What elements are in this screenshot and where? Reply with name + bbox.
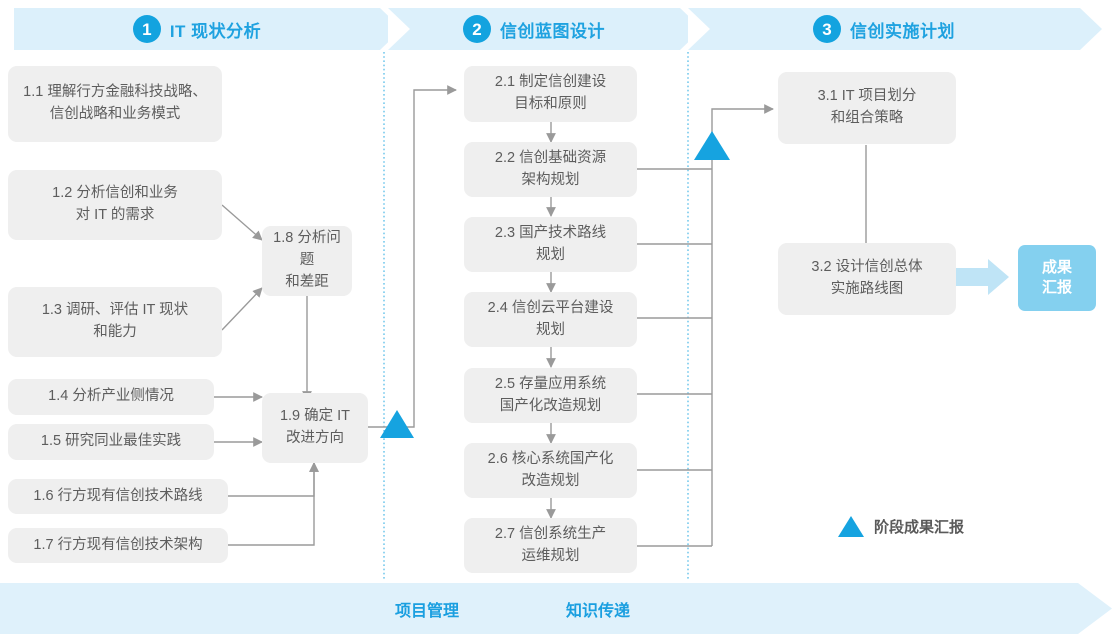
task-box-1-8[interactable]: 1.8 分析问题 和差距 [262,226,352,296]
phase-band-1[interactable]: 1 IT 现状分析 [14,8,402,50]
wire-1-2-to-1-8 [221,204,263,241]
task-box-1-4[interactable]: 1.4 分析产业侧情况 [8,379,214,415]
phase-number-3: 3 [813,15,841,43]
task-box-2-1[interactable]: 2.1 制定信创建设 目标和原则 [464,66,637,122]
task-box-1-6[interactable]: 1.6 行方现有信创技术路线 [8,479,228,514]
task-box-1-7[interactable]: 1.7 行方现有信创技术架构 [8,528,228,563]
legend-label: 阶段成果汇报 [874,519,965,536]
milestone-triangle-phase1 [380,410,414,438]
task-box-3-2[interactable]: 3.2 设计信创总体 实施路线图 [778,243,956,315]
phase-number-1: 1 [132,15,161,43]
wire-1-7-to-1-9 [228,462,319,546]
milestone-triangle-phase2 [694,131,730,160]
phase-title-1: IT 现状分析 [169,21,262,41]
task-box-2-3[interactable]: 2.3 国产技术路线 规划 [464,217,637,272]
task-box-1-3[interactable]: 1.3 调研、评估 IT 现状 和能力 [8,287,222,357]
task-box-1-9[interactable]: 1.9 确定 IT 改进方向 [262,393,368,463]
phase-band-3[interactable]: 3 信创实施计划 [688,8,1102,50]
task-box-1-5[interactable]: 1.5 研究同业最佳实践 [8,424,214,460]
phase-band-2[interactable]: 2 信创蓝图设计 [388,8,702,50]
task-box-2-5[interactable]: 2.5 存量应用系统 国产化改造规划 [464,368,637,423]
phase-title-2: 信创蓝图设计 [500,21,605,41]
phase-notch-icon [388,8,410,50]
task-box-1-1[interactable]: 1.1 理解行方金融科技战略、 信创战略和业务模式 [8,66,222,142]
wire-1-6-to-1-9 [228,462,319,497]
result-arrow-icon [956,259,1009,295]
legend-milestone: 阶段成果汇报 [838,516,964,537]
task-box-2-7[interactable]: 2.7 信创系统生产 运维规划 [464,518,637,573]
task-box-2-4[interactable]: 2.4 信创云平台建设 规划 [464,292,637,347]
wire-1-9-to-2-1 [368,85,457,428]
phase-notch-icon [688,8,710,50]
task-box-2-6[interactable]: 2.6 核心系统国产化 改造规划 [464,443,637,498]
task-box-1-2[interactable]: 1.2 分析信创和业务 对 IT 的需求 [8,170,222,240]
footer-arrow-band [0,583,1112,634]
task-box-2-2[interactable]: 2.2 信创基础资源 架构规划 [464,142,637,197]
phase-title-3: 信创实施计划 [850,21,955,41]
result-report-chip[interactable]: 成果 汇报 [1018,245,1096,311]
phase-chevron-icon [1080,8,1102,50]
triangle-icon [838,516,864,537]
wire-collector-to-3-1 [711,104,774,546]
wire-1-3-to-1-8 [221,287,263,331]
phase-number-2: 2 [463,15,491,43]
task-box-3-1[interactable]: 3.1 IT 项目划分 和组合策略 [778,72,956,144]
